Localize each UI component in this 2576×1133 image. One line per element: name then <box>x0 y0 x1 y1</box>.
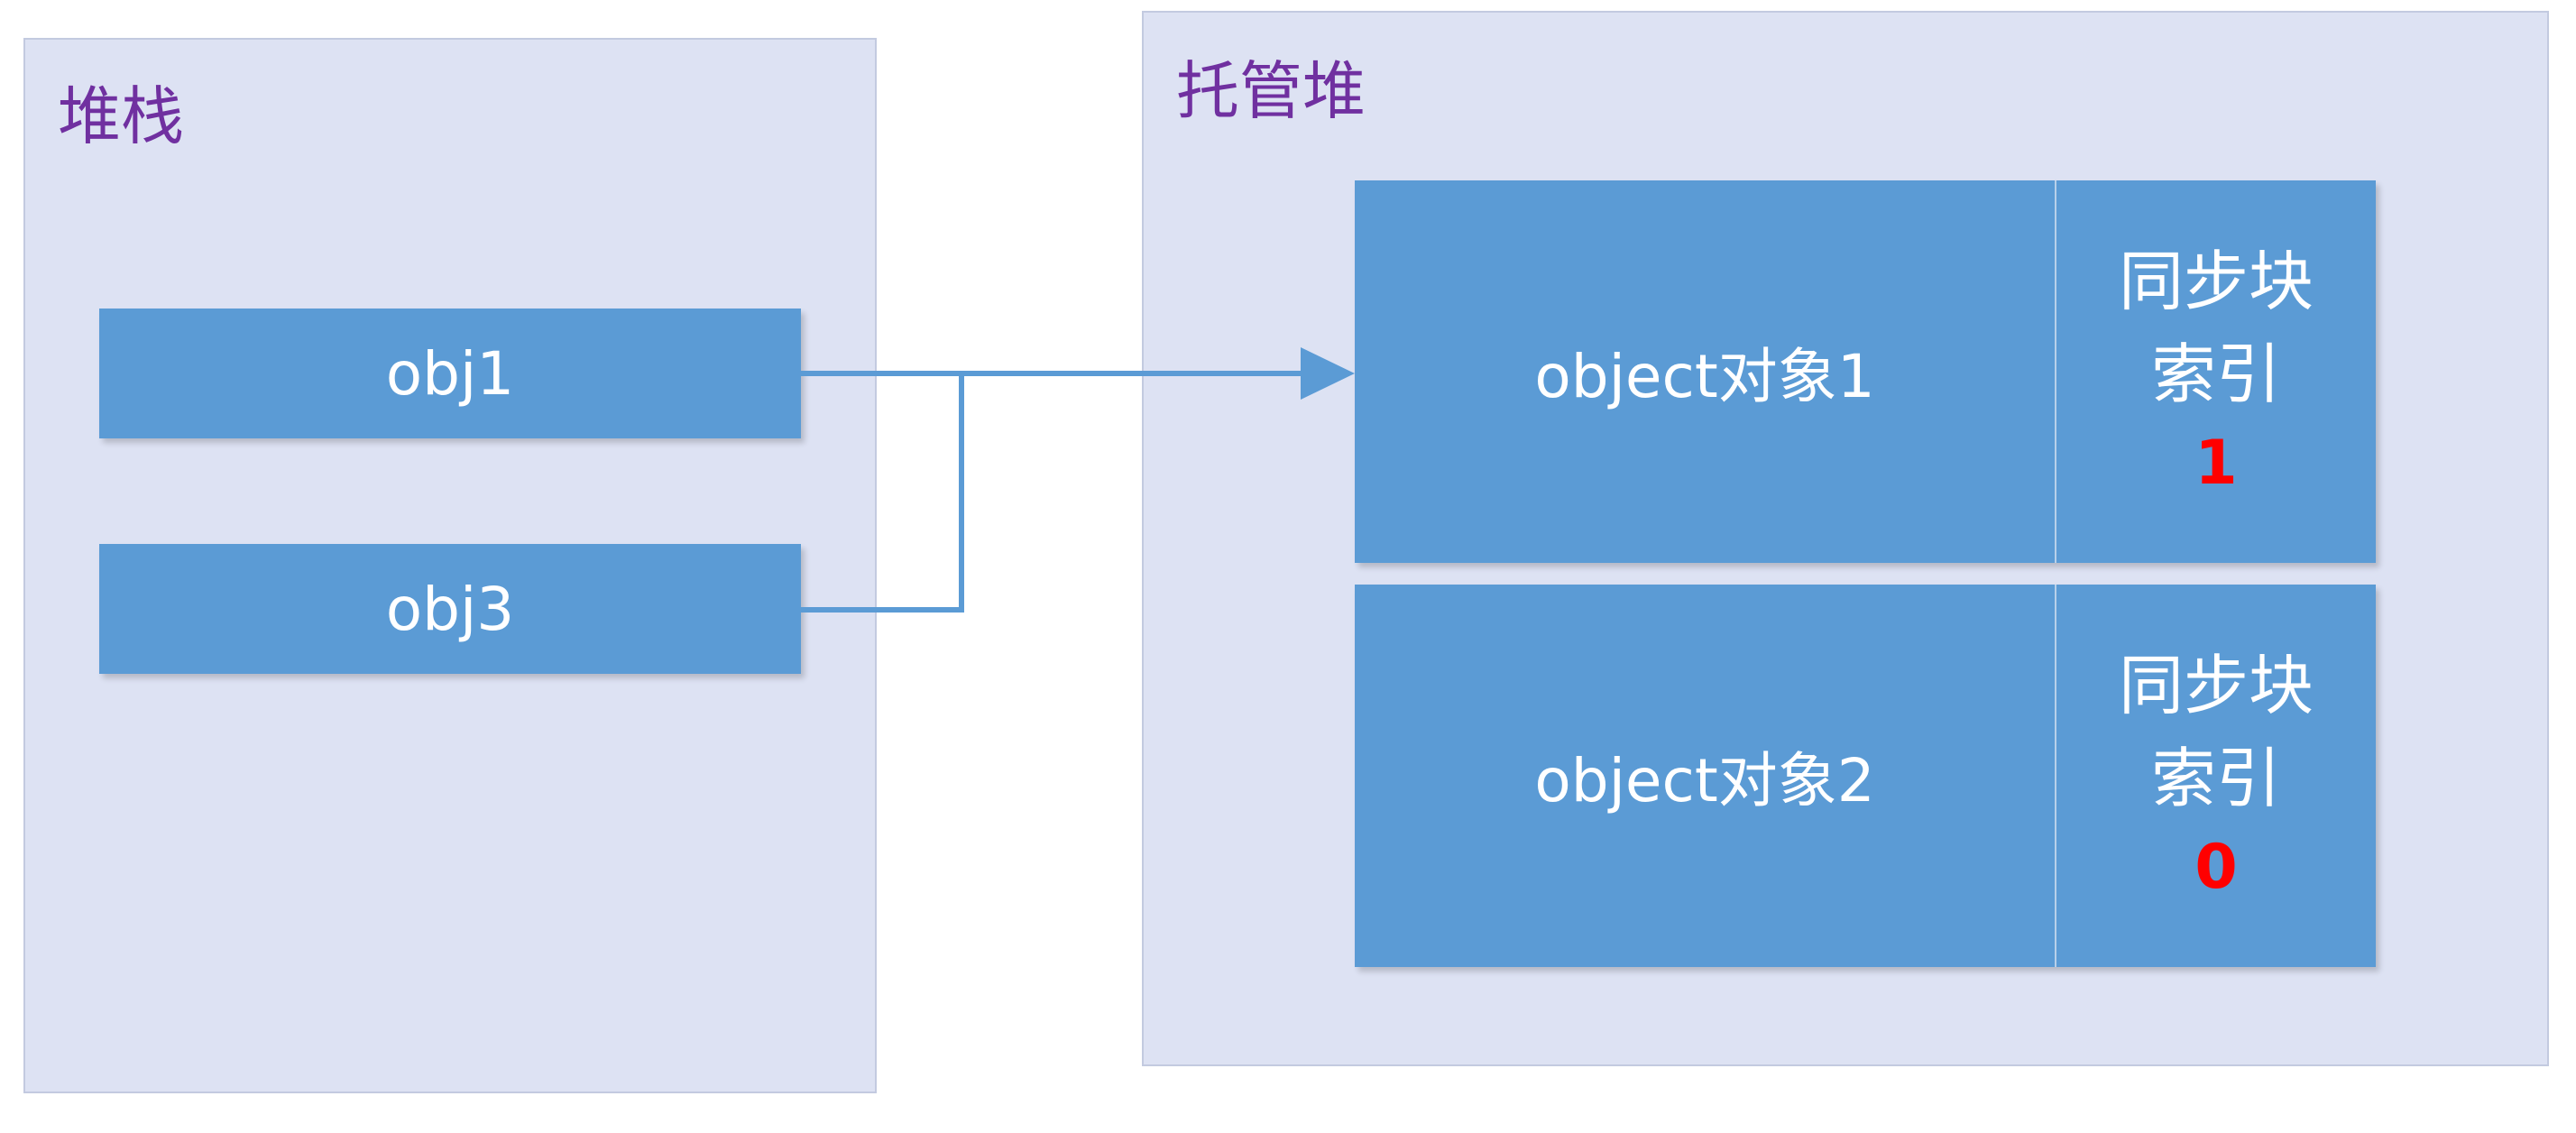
index-label: 索引 <box>2150 740 2281 816</box>
stack-ref-label: obj3 <box>385 574 515 644</box>
sync-index-value: 0 <box>2194 831 2238 903</box>
sync-block-label: 同步块 <box>2118 648 2314 724</box>
stack-ref-obj1: obj1 <box>99 309 801 438</box>
object-label: object对象1 <box>1534 342 1875 411</box>
heap-object-2: object对象2 同步块 索引 0 <box>1355 585 2376 967</box>
managed-heap-title: 托管堆 <box>1176 54 1366 128</box>
sync-index-value: 1 <box>2194 427 2238 499</box>
sync-block-index-cell: 同步块 索引 0 <box>2056 585 2376 967</box>
sync-block-index-cell: 同步块 索引 1 <box>2056 180 2376 563</box>
index-label: 索引 <box>2150 336 2281 412</box>
stack-ref-obj3: obj3 <box>99 544 801 674</box>
heap-object-1: object对象1 同步块 索引 1 <box>1355 180 2376 563</box>
stack-title: 堆栈 <box>58 79 184 153</box>
sync-block-label: 同步块 <box>2118 244 2314 320</box>
stack-ref-label: obj1 <box>385 338 515 409</box>
object-body: object对象2 <box>1355 585 2056 967</box>
object-body: object对象1 <box>1355 180 2056 563</box>
object-label: object对象2 <box>1534 746 1875 815</box>
